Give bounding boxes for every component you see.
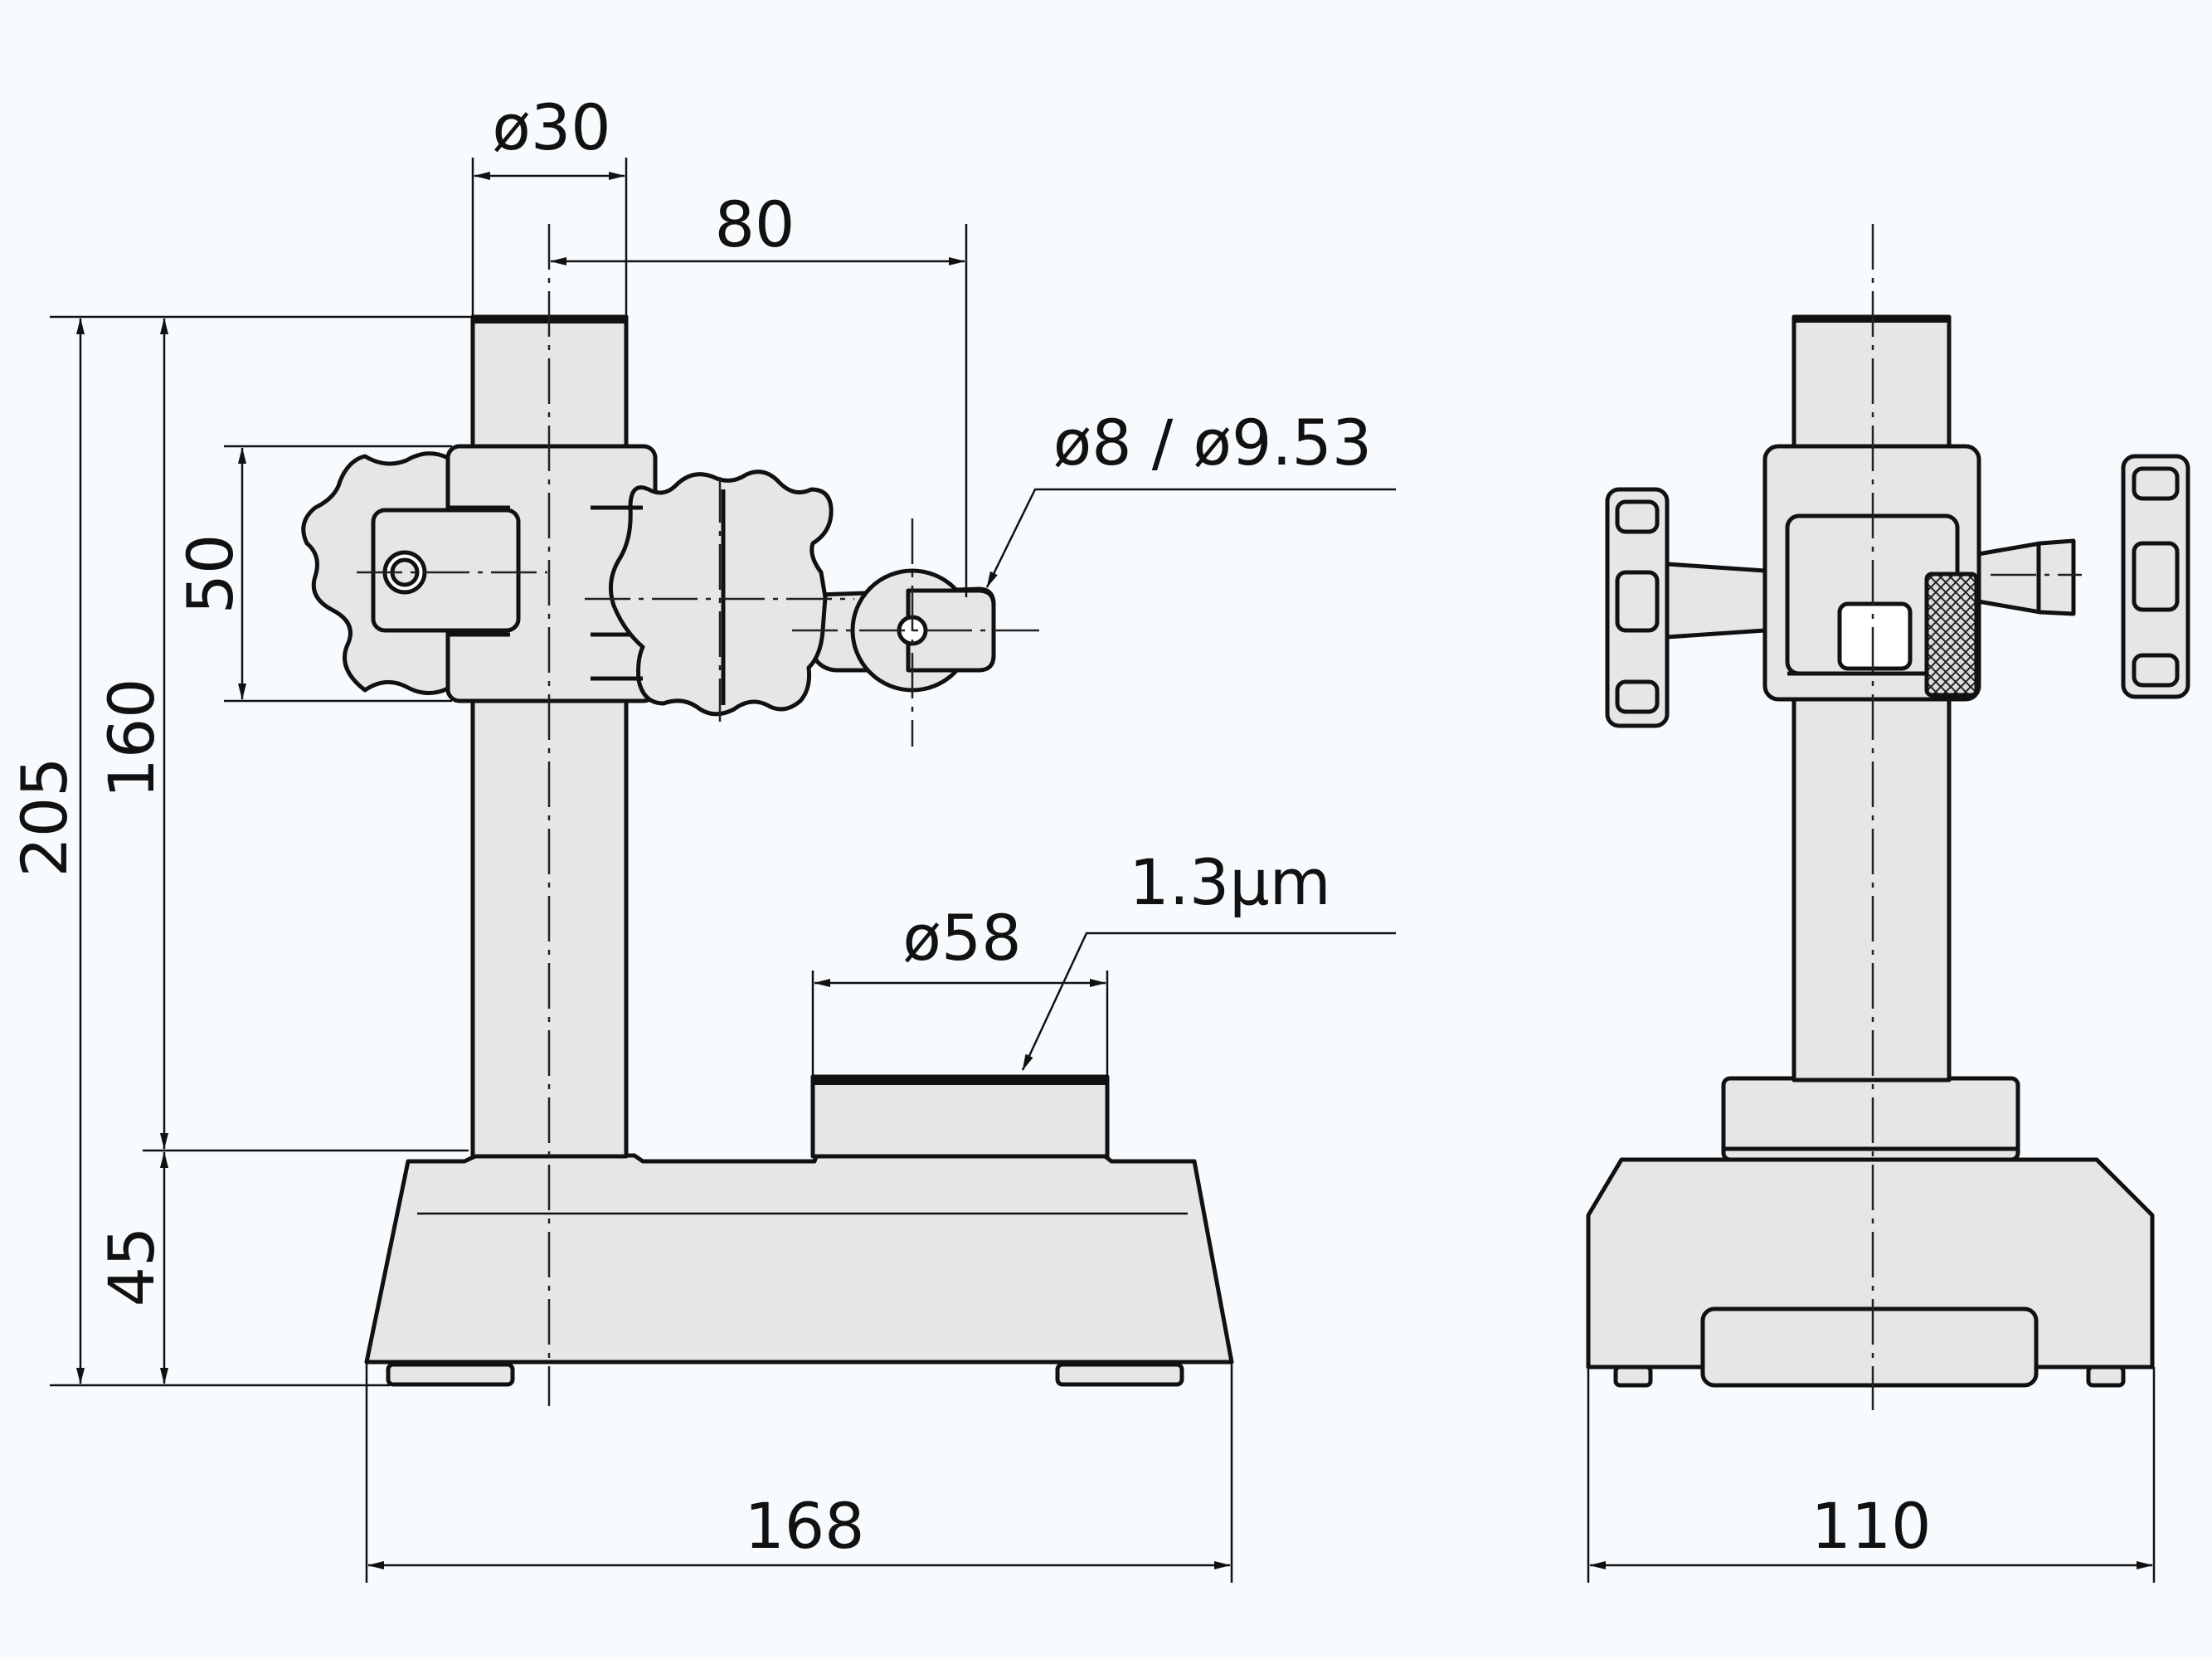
front-view [301,224,1234,1406]
dim-base-length: 168 [744,1489,864,1563]
side-base-foot-right [2086,1365,2126,1388]
dim-base-height: 45 [95,1227,168,1307]
front-base-foot-left [386,1362,515,1387]
dim-anvil-flatness: 1.3µm [1129,845,1330,919]
side-left-knob-grip-3 [1615,679,1660,714]
dim-arm-reach: 80 [715,187,795,261]
side-right-knob-grip-1 [2132,466,2180,501]
front-clamp-slot [371,508,521,633]
side-left-knob-grip-1 [1615,499,1660,534]
side-base-pad [1700,1306,2039,1388]
side-view [1586,224,2190,1410]
side-left-knob-grip-2 [1615,570,1660,633]
side-clamp-knurled-screw [1924,572,1979,698]
dim-stem-diameter-leader [985,488,1396,588]
side-clamp-screw-block [1837,601,1913,671]
dim-anvil-diameter: ø58 [902,901,1021,975]
dim-holder-height: 50 [173,534,247,615]
dim-stem-diameter: ø8 / ø9.53 [1053,406,1373,479]
dim-max-height: 160 [95,678,168,798]
front-base [364,1152,1234,1365]
front-anvil [810,1074,1110,1159]
side-base-foot-left [1613,1365,1653,1388]
dim-column-diameter: ø30 [492,90,610,164]
dimension-annotations: ø30 80 ø8 / ø9.53 50 160 205 45 168 [7,90,2156,1583]
side-stem-left [1665,562,1767,640]
front-right-knob [608,469,834,717]
front-base-foot-right [1055,1362,1184,1387]
side-right-knob-grip-2 [2132,541,2180,612]
dim-anvil-flatness-leader [1021,932,1396,1071]
side-stem-right [1976,538,2076,616]
dim-base-width: 110 [1811,1489,1931,1563]
side-right-knob-grip-3 [2132,653,2180,688]
dim-overall-height: 205 [7,757,81,877]
